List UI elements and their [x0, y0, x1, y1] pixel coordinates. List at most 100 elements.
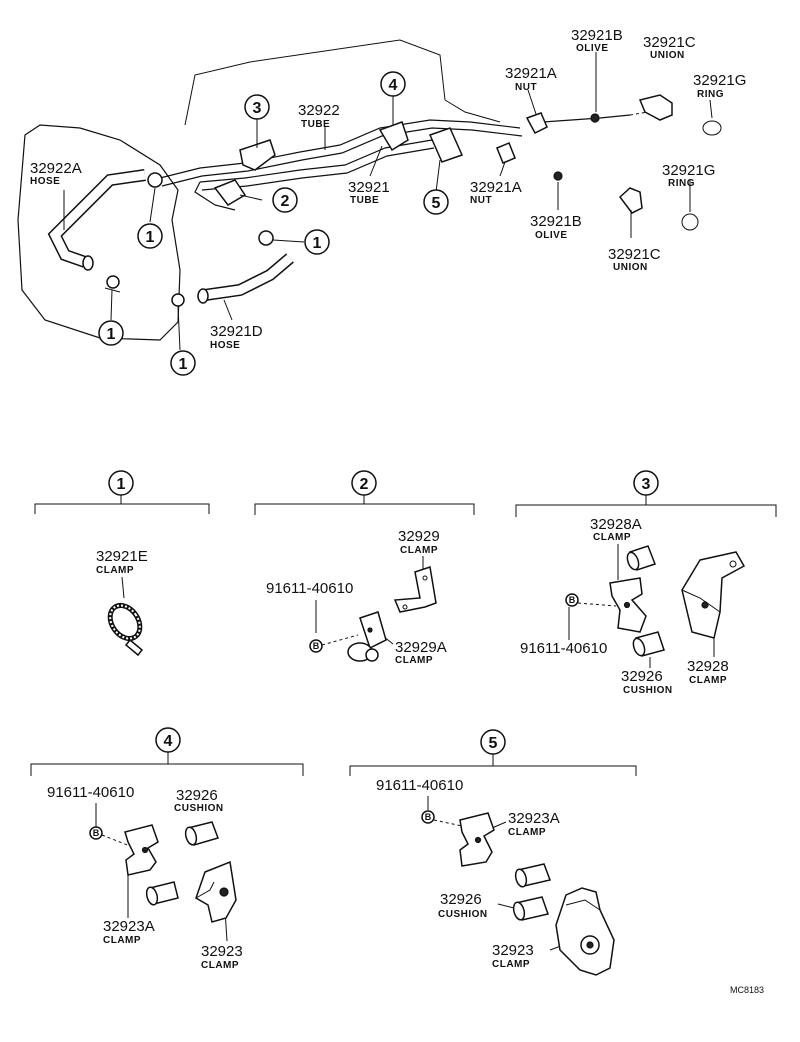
part-description: CLAMP [400, 545, 438, 556]
cushion-32926-top [626, 545, 656, 571]
callout-3: 3 [244, 94, 270, 120]
part-number: 91611-40610 [376, 777, 463, 794]
cushion-32926 [632, 631, 665, 657]
part-number: 32929 [398, 528, 440, 545]
clamp-32929 [393, 566, 437, 613]
part-description: UNION [650, 50, 685, 61]
cushion-32926-a [184, 821, 219, 846]
group-5: 5 91611-40610 B 32923A CLAMP 32926 CUSHI… [349, 729, 637, 976]
part-number: 32923A [508, 810, 560, 827]
part-number: 32926 [440, 891, 482, 908]
part-description: CUSHION [174, 803, 224, 814]
group-number: 4 [164, 733, 173, 750]
group-3: 3 32928A CLAMP B 91611-40610 32926 CUSHI… [515, 470, 777, 696]
part-description: CLAMP [508, 827, 546, 838]
label-32921G-mid: 32921G RING [662, 162, 715, 189]
group-number: 5 [489, 735, 498, 752]
part-number: 32921B [571, 27, 623, 44]
part-description: CLAMP [395, 655, 433, 666]
transmission-outline [17, 39, 501, 341]
part-number: 32921G [662, 162, 715, 179]
clamp-32923A [459, 812, 495, 867]
group-number: 2 [360, 476, 369, 493]
label-32921G-top: 32921G RING [693, 72, 746, 100]
part-number: 32923 [201, 943, 243, 960]
part-description: OLIVE [535, 230, 568, 241]
clamp-32928 [681, 551, 746, 639]
part-description: CUSHION [623, 685, 673, 696]
callout-1d: 1 [304, 229, 330, 255]
hose-32922A [47, 169, 146, 271]
label-32921C-top: 32921C UNION [643, 34, 696, 61]
part-description: HOSE [210, 340, 240, 351]
bolt-symbol: B [313, 641, 320, 651]
group-4: 4 91611-40610 B 32926 CUSHION 32923A CLA… [30, 727, 304, 971]
drawing-code: MC8183 [730, 985, 764, 995]
label-32922A: 32922A HOSE [30, 160, 82, 187]
part-description: NUT [515, 82, 537, 93]
part-number: 32928 [687, 658, 729, 675]
part-number: 32922 [298, 102, 340, 119]
cushion-32926-a [514, 863, 552, 888]
part-number: 32921E [96, 548, 148, 565]
callout-2: 2 [272, 187, 298, 213]
callout-number: 1 [146, 229, 155, 246]
part-number: 32923A [103, 918, 155, 935]
label-32921A-top: 32921A NUT [505, 65, 557, 93]
clamp-32928A [609, 577, 647, 633]
bolt-symbol: B [93, 828, 100, 838]
part-description: OLIVE [576, 43, 609, 54]
part-number: 32921B [530, 213, 582, 230]
cushion-32926-b [145, 881, 179, 906]
clamp-32923 [195, 860, 237, 923]
part-description: HOSE [30, 176, 60, 187]
part-description: CLAMP [689, 675, 727, 686]
callout-number: 1 [179, 356, 188, 373]
callout-number: 3 [253, 100, 262, 117]
part-description: UNION [613, 262, 648, 273]
label-32922: 32922 TUBE [298, 102, 340, 130]
part-description: TUBE [350, 195, 379, 206]
bolt-symbol: B [425, 812, 432, 822]
hose-32921D [197, 253, 294, 304]
part-number: 91611-40610 [520, 640, 607, 657]
part-number: 32921D [210, 323, 263, 340]
part-description: RING [668, 178, 695, 189]
small-clamps [104, 94, 722, 307]
group-number: 1 [117, 476, 126, 493]
callout-number: 1 [313, 235, 322, 252]
clamp-32929A [347, 611, 387, 662]
part-description: TUBE [301, 119, 330, 130]
part-description: CLAMP [492, 959, 530, 970]
part-number: 32922A [30, 160, 82, 177]
part-number: 32921A [505, 65, 557, 82]
part-description: RING [697, 89, 724, 100]
clamp-32923 [555, 887, 615, 976]
part-number: 32926 [176, 787, 218, 804]
callout-1a: 1 [137, 223, 163, 249]
part-number: 32921C [643, 34, 696, 51]
part-description: CLAMP [96, 565, 134, 576]
part-number: 32921A [470, 179, 522, 196]
part-number: 91611-40610 [47, 784, 134, 801]
part-description: NUT [470, 195, 492, 206]
label-32921A-mid: 32921A NUT [470, 179, 522, 206]
callout-1b: 1 [98, 320, 124, 346]
part-number: 32921C [608, 246, 661, 263]
part-description: CLAMP [201, 960, 239, 971]
callout-1c: 1 [170, 350, 196, 376]
part-description: CUSHION [438, 909, 488, 920]
cushion-32926-b [512, 896, 549, 921]
top-leader-lines [63, 52, 713, 351]
bolt-symbol: B [569, 595, 576, 605]
callout-4: 4 [380, 71, 406, 97]
group-number: 3 [642, 476, 651, 493]
part-number: 32928A [590, 516, 642, 533]
part-number: 32929A [395, 639, 447, 656]
part-number: 32926 [621, 668, 663, 685]
callout-number: 2 [281, 193, 290, 210]
clamp-32923A [124, 824, 159, 876]
part-number: 91611-40610 [266, 580, 353, 597]
label-32921: 32921 TUBE [348, 179, 390, 206]
label-32921B-mid: 32921B OLIVE [530, 213, 582, 241]
